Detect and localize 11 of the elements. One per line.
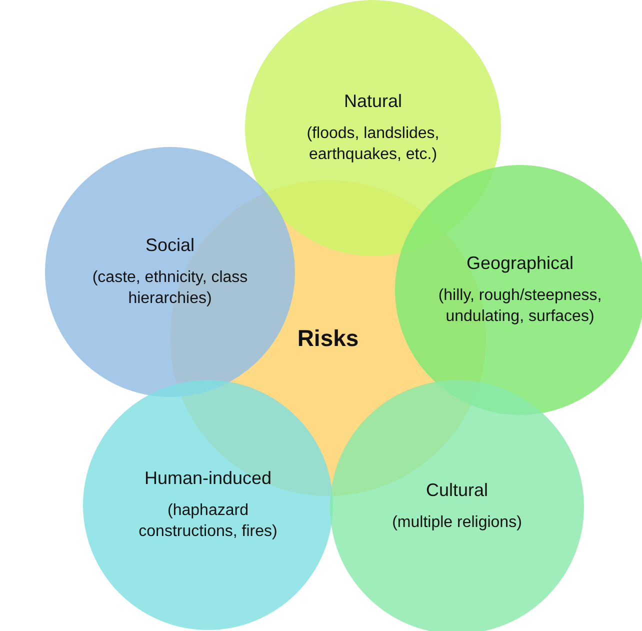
category-heading: Cultural [426,480,488,502]
category-description: (floods, landslides, earthquakes, etc.) [306,124,440,164]
category-heading: Human-induced [144,468,272,489]
category-heading: Geographical [466,252,574,274]
category-description: (caste, ethnicity, class hierarchies) [91,268,249,308]
center-label: Risks [297,324,359,352]
category-heading: Social [145,234,195,256]
category-description: (hilly, rough/steepness, undulating, surfaces) [437,286,603,326]
category-description: (multiple religions) [392,513,522,534]
category-heading: Natural [344,90,402,112]
category-description: (haphazard constructions, fires) [138,500,278,542]
